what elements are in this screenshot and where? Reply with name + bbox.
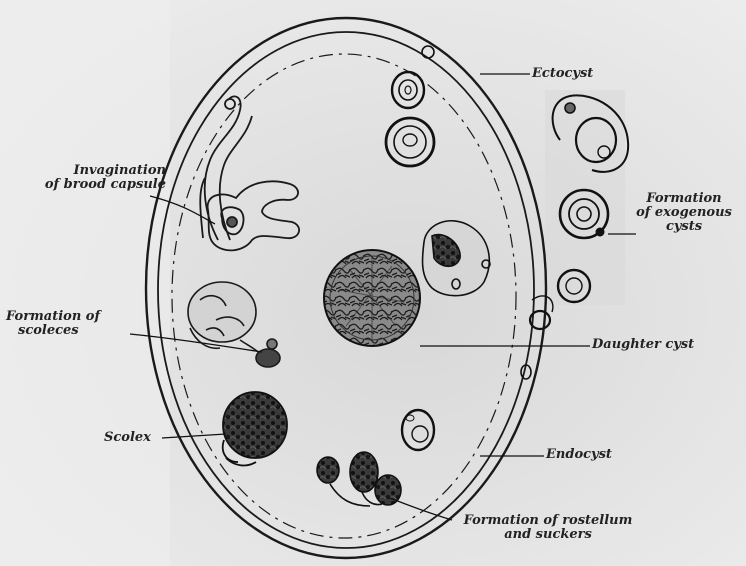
- scoleces-label-line1: Formation of: [6, 310, 100, 324]
- endocyst-label: Endocyst: [546, 448, 612, 462]
- ectocyst-label: Ectocyst: [532, 67, 593, 81]
- scoleces-label: Formation of scoleces: [6, 310, 100, 338]
- daughter-cyst-label: Daughter cyst: [592, 338, 694, 352]
- invagination-label-line1: Invagination: [18, 164, 166, 178]
- invagination-label-line2: of brood capsule: [18, 178, 166, 192]
- exogenous-label-line2: of exogenous: [622, 206, 746, 220]
- exogenous-label: Formation of exogenous cysts: [622, 192, 746, 234]
- exogenous-label-line3: cysts: [622, 220, 746, 234]
- rostellum-label: Formation of rostellum and suckers: [448, 514, 648, 542]
- daughter-cyst: [324, 250, 420, 346]
- rostellum-label-line1: Formation of rostellum: [448, 514, 648, 528]
- scoleces-label-line2: scoleces: [18, 324, 100, 338]
- scolex-label: Scolex: [104, 431, 151, 445]
- exogenous-label-line1: Formation: [622, 192, 746, 206]
- rostellum-label-line2: and suckers: [448, 528, 648, 542]
- invagination-label: Invagination of brood capsule: [18, 164, 166, 192]
